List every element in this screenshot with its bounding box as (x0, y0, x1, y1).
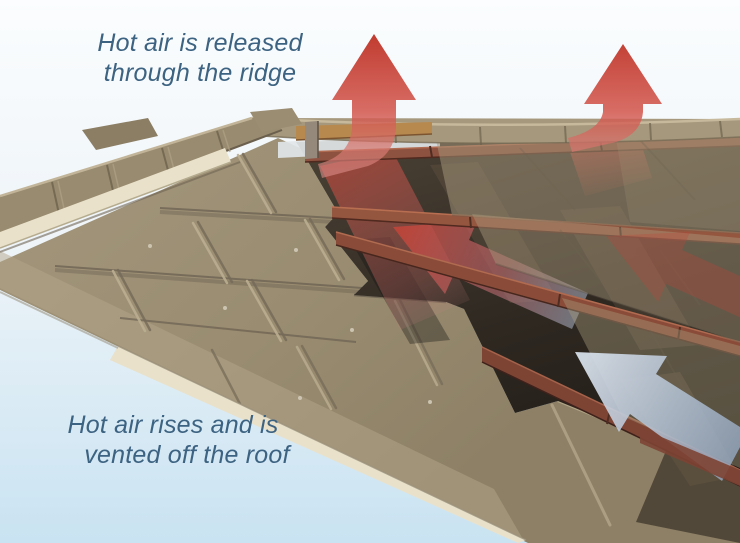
eave-caption: Hot air rises and is vented off the roof (28, 410, 318, 470)
ridge-exit-arrow-right (568, 44, 662, 152)
far-slope-tiles (82, 118, 158, 150)
ridge-caption-line1: Hot air is released (97, 29, 303, 57)
ridge-caption: Hot air is released through the ridge (55, 28, 345, 88)
batten-over-arrow (640, 428, 740, 486)
eave-intake-arrow (575, 352, 740, 481)
under-tile-ghost-arrow (606, 232, 740, 318)
ridge-caption-line2: through the ridge (103, 59, 297, 87)
eave-caption-line2: vented off the roof (84, 441, 290, 469)
ridge-exit-arrow-left (318, 34, 416, 178)
eave-fascia-board (0, 291, 527, 543)
verge-gable-edge (0, 108, 302, 253)
eave-caption-line1: Hot air rises and is (67, 411, 279, 439)
